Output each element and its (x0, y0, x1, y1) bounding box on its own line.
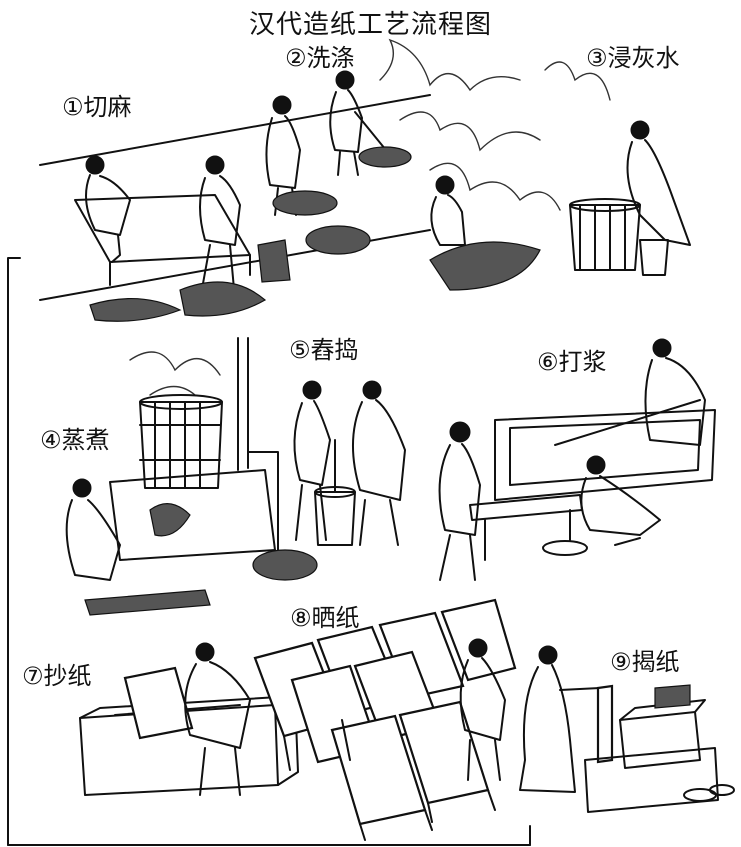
scene-soaking-lime (379, 38, 691, 291)
scene-drying-paper (253, 598, 517, 841)
step-label-peeling-paper: ⑨揭纸 (610, 648, 680, 676)
scene-making-paper (79, 642, 299, 796)
step-label-drying-paper: ⑧晒纸 (290, 604, 360, 632)
scene-pounding (293, 380, 406, 546)
scene-steaming (65, 337, 318, 616)
scene-peeling-paper (519, 645, 735, 813)
step-label-beating-pulp: ⑥打浆 (537, 348, 607, 376)
step-label-washing: ②洗涤 (285, 44, 355, 72)
step-label-pounding: ⑤舂捣 (289, 336, 359, 364)
step-label-steaming: ④蒸煮 (40, 426, 110, 454)
diagram-title: 汉代造纸工艺流程图 (248, 10, 492, 40)
step-label-cutting-hemp: ①切麻 (62, 93, 132, 121)
scene-cutting-hemp (74, 155, 267, 322)
step-label-making-paper: ⑦抄纸 (22, 662, 92, 690)
step-label-soaking-lime: ③浸灰水 (586, 44, 680, 72)
scene-beating-pulp (438, 338, 716, 581)
scene-washing (257, 70, 412, 283)
